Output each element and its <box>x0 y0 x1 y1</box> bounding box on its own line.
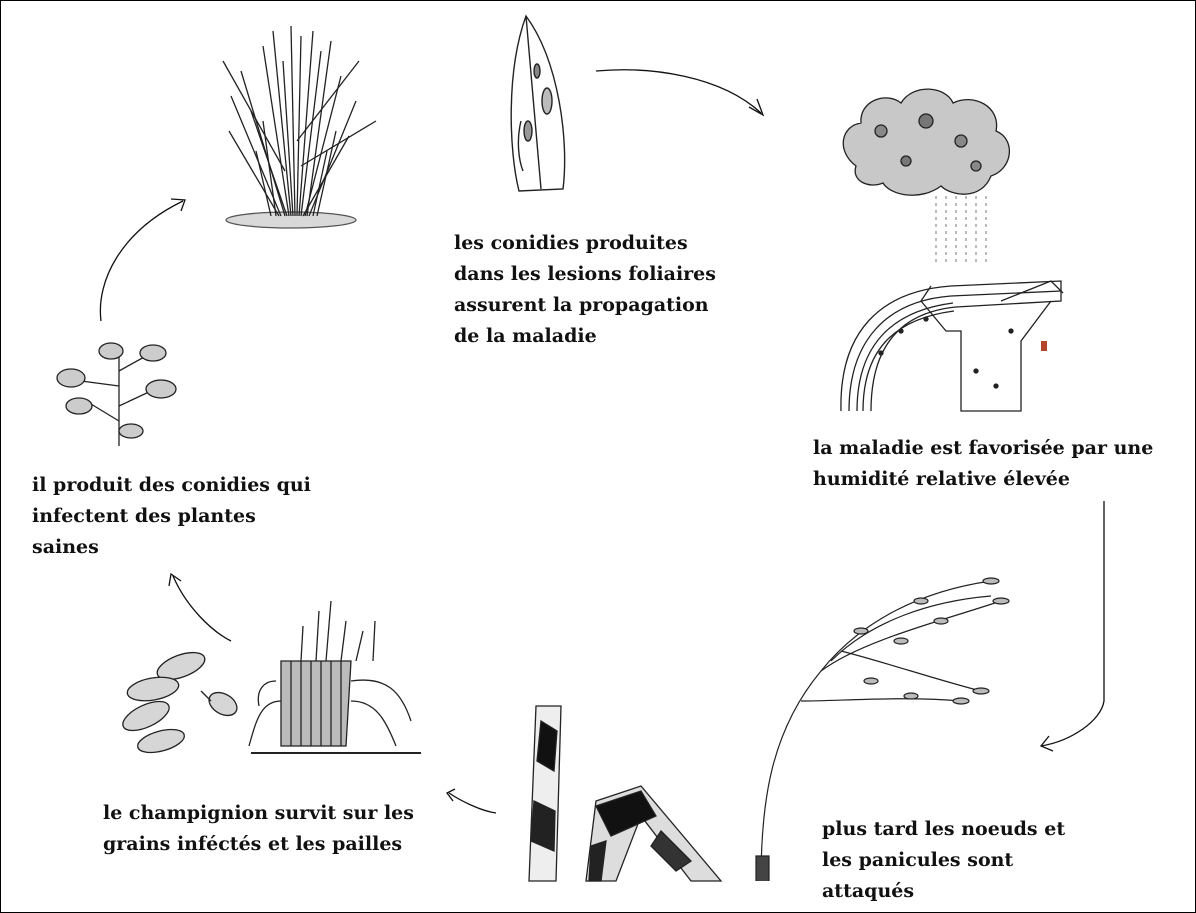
infection-plant-illustration <box>57 343 176 446</box>
arrow-leaf-to-cloud <box>596 70 761 113</box>
arrow-stem-to-panicle <box>1041 501 1104 746</box>
infected-grains-illustration <box>119 647 241 757</box>
conidiophore-illustration <box>249 601 421 753</box>
infected-stem-illustration <box>841 281 1063 411</box>
arrow-survival-to-infection <box>173 576 231 641</box>
arrow-node-to-survival <box>449 793 496 813</box>
infected-leaf-illustration <box>511 16 564 191</box>
arrow-infection-to-plant <box>100 201 183 321</box>
caption-fungus-survival: le champignion survit sur les grains inf… <box>103 798 414 860</box>
infected-node-illustration <box>529 706 721 881</box>
rain-cloud-illustration <box>843 89 1009 266</box>
caption-humidity: la maladie est favorisée par une humidit… <box>813 433 1153 495</box>
caption-conidia-propagation: les conidies produites dans les lesions … <box>454 228 716 352</box>
caption-conidia-infection: il produit des conidies qui infectent de… <box>32 470 311 563</box>
caption-panicles-attacked: plus tard les noeuds et les panicules so… <box>822 814 1065 907</box>
rice-plant-illustration <box>223 26 376 228</box>
